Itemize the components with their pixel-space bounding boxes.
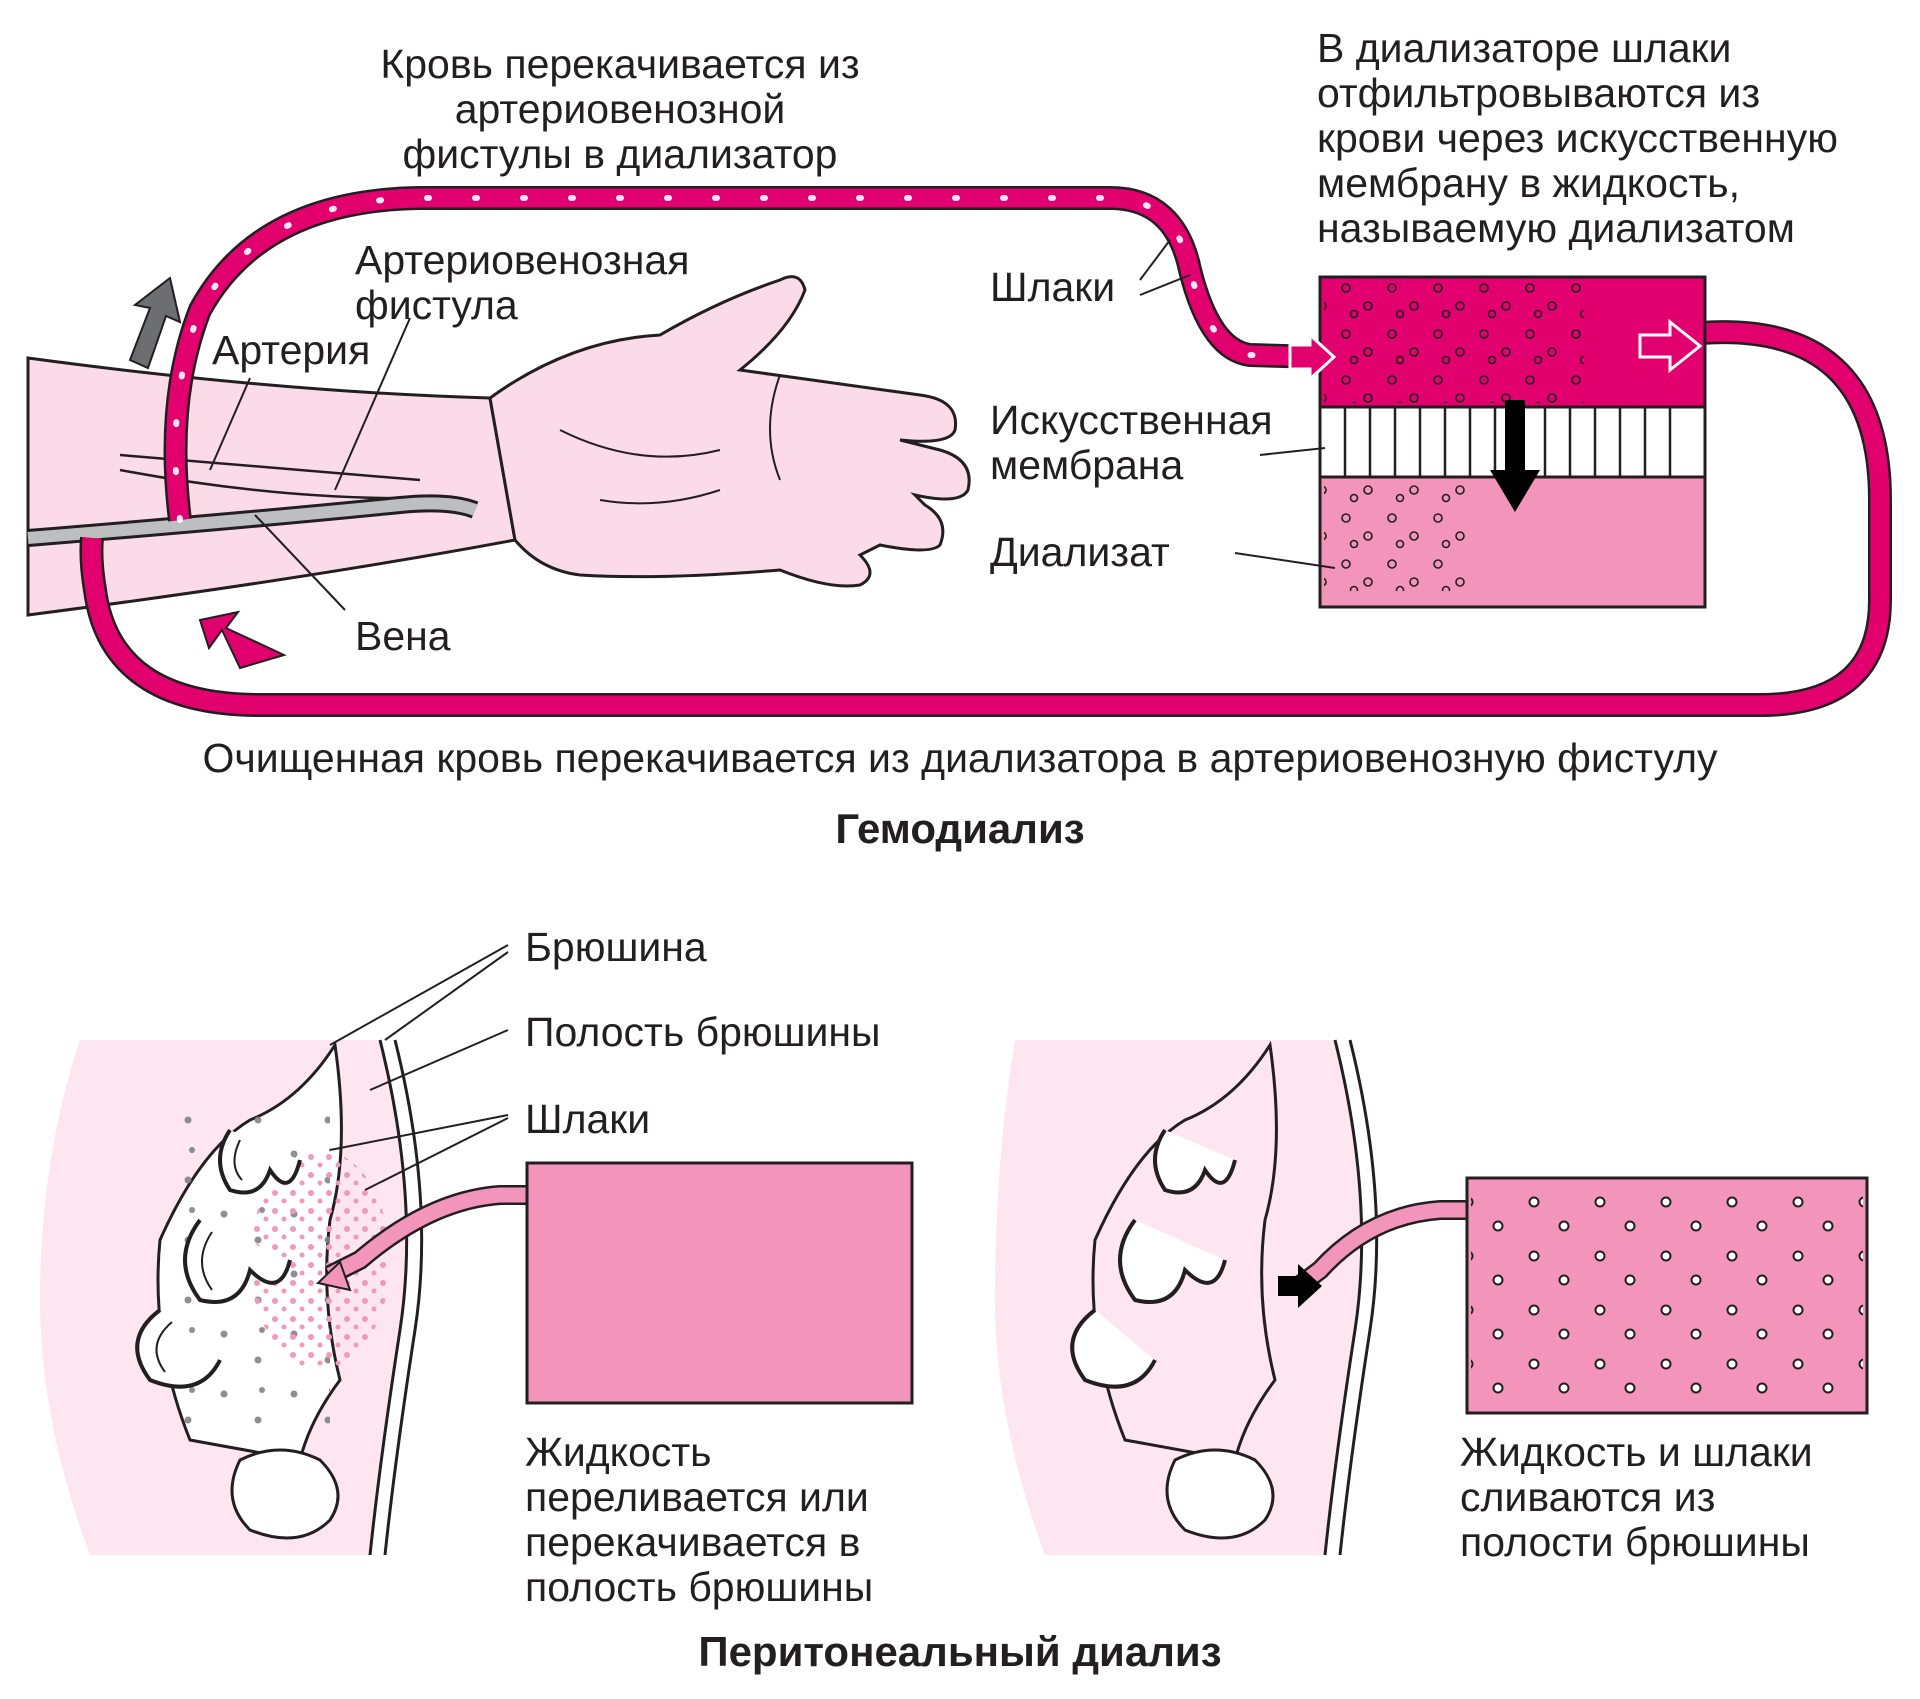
- blood-tube-out-dots: [172, 195, 1323, 523]
- label-vein: Вена: [355, 613, 451, 659]
- hemodialysis-top-caption: Кровь перекачивается из артериовенозной …: [380, 41, 860, 177]
- left-inflow-arrow-icon: [315, 1260, 352, 1292]
- dialyzer-caption: В диализаторе шлаки отфильтровываются из…: [1317, 25, 1838, 251]
- label-wastes-hemodialysis: Шлаки: [990, 264, 1116, 310]
- left-intestine-loops: [135, 1128, 302, 1389]
- right-catheter-fill: [1295, 1202, 1470, 1291]
- blood-tube-return-fill: [81, 322, 1890, 715]
- right-bladder: [1165, 1448, 1275, 1540]
- label-fistula: Артериовенозная фистула: [355, 237, 690, 328]
- label-peritoneal-cavity: Полость брюшины: [525, 1009, 881, 1055]
- hemodialysis-illustration: [26, 186, 1892, 717]
- palm-lines: [559, 374, 781, 505]
- label-dialysate: Диализат: [990, 529, 1170, 575]
- hemodialysis-leader-lines: [209, 239, 1336, 611]
- right-intestine-loops: [1070, 1128, 1237, 1389]
- left-waste-cloud: [250, 1150, 390, 1370]
- right-peritoneal-caption: Жидкость и шлаки сливаются из полости бр…: [1460, 1429, 1813, 1565]
- gray-up-arrow-icon: [128, 276, 182, 370]
- left-leader-lines: [329, 944, 509, 1191]
- pink-return-arrow-icon: [198, 610, 287, 670]
- right-abdominal-wall: [1323, 1039, 1379, 1556]
- vein-fill: [27, 497, 478, 544]
- left-intestine-loops-inner: [155, 1139, 243, 1373]
- blood-in-arrow-icon: [1288, 331, 1337, 383]
- blood-out-arrow-icon: [1638, 318, 1703, 374]
- hemodialysis-title: Гемодиализ: [835, 805, 1085, 852]
- label-wastes-peritoneal: Шлаки: [525, 1096, 651, 1142]
- peritoneal-fill-illustration: [40, 944, 914, 1556]
- peritoneal-drain-illustration: [995, 1039, 1869, 1556]
- hemodialysis-bottom-caption: Очищенная кровь перекачивается из диализ…: [202, 735, 1718, 781]
- left-abdominal-wall: [368, 1039, 424, 1556]
- peritoneal-title: Перитонеальный диализ: [698, 1628, 1222, 1675]
- hand: [488, 275, 971, 588]
- label-artery: Артерия: [212, 327, 371, 373]
- right-outflow-arrow-icon: [1278, 1264, 1322, 1308]
- left-peritoneal-caption: Жидкость переливается или перекачивается…: [525, 1429, 874, 1610]
- left-fluid-bag: [525, 1161, 914, 1405]
- right-bag-waste-dots: [1471, 1182, 1863, 1409]
- dialysate-waste-dots: [1324, 481, 1474, 591]
- label-membrane: Искусственная мембрана: [990, 397, 1273, 488]
- left-bladder: [230, 1448, 340, 1540]
- label-peritoneum: Брюшина: [525, 924, 707, 970]
- membrane-pores: [1343, 407, 1672, 477]
- dialyzer-blood-dots: [1324, 281, 1584, 403]
- filtration-down-arrow-icon: [1490, 400, 1540, 512]
- left-catheter-fill: [326, 1187, 530, 1282]
